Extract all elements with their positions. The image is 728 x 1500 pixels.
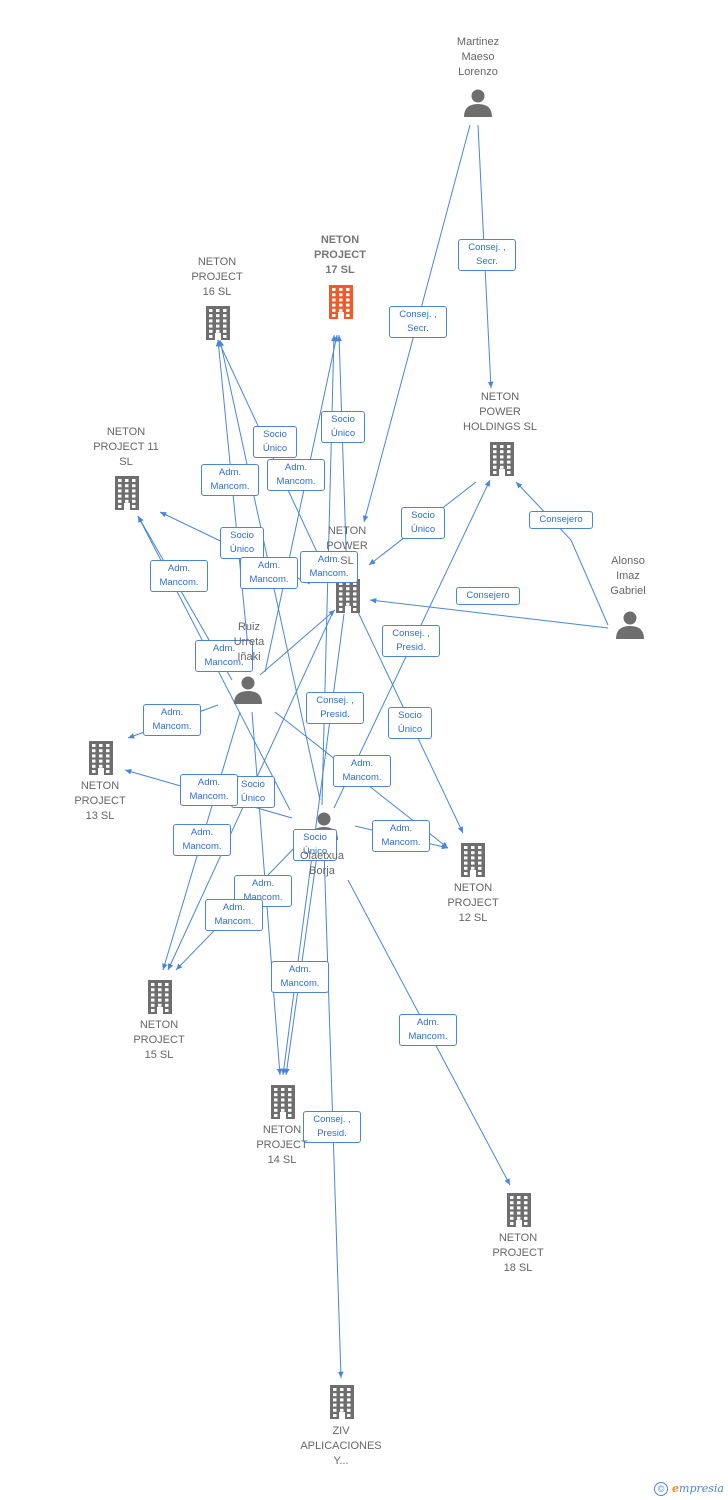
edge-line-ruiz-n17: [264, 334, 339, 673]
building-icon-n18[interactable]: [507, 1193, 531, 1227]
edge-line-ruiz-power: [259, 609, 336, 676]
node-label-n15[interactable]: NETON PROJECT 15 SL: [133, 1018, 185, 1061]
edge-label-borja-n17[interactable]: Adm. Mancom.: [300, 551, 358, 583]
edge-label-power-n15[interactable]: Socio Único: [231, 776, 275, 808]
edge-label-borja-n13[interactable]: Adm. Mancom.: [180, 774, 238, 806]
person-icon-martinez[interactable]: [464, 89, 492, 118]
node-label-ziv[interactable]: ZIV APLICACIONES Y...: [300, 1424, 382, 1467]
node-label-n16[interactable]: NETON PROJECT 16 SL: [191, 255, 243, 298]
node-label-n14[interactable]: NETON PROJECT 14 SL: [256, 1123, 308, 1166]
edge-label-borja-n18[interactable]: Adm. Mancom.: [399, 1014, 457, 1046]
edge-line-power-n17: [336, 334, 348, 579]
node-label-martinez[interactable]: Martinez Maeso Lorenzo: [456, 35, 500, 78]
edge-label-power-n17[interactable]: Socio Único: [321, 411, 365, 443]
copyright-icon: ©: [654, 1482, 669, 1496]
edge-label-alonso-holdings[interactable]: Consejero: [529, 511, 593, 529]
edge-label-borja-n14[interactable]: Adm. Mancom.: [271, 961, 329, 993]
edge-label-ruiz-n13[interactable]: Adm. Mancom.: [143, 704, 201, 736]
node-label-holdings[interactable]: NETON POWER HOLDINGS SL: [463, 390, 537, 433]
edge-label-borja-n15[interactable]: Adm. Mancom.: [205, 899, 263, 931]
person-icon-ruiz[interactable]: [234, 676, 262, 705]
edge-line-alonso-power: [369, 597, 609, 629]
node-label-n13[interactable]: NETON PROJECT 13 SL: [74, 779, 126, 822]
edge-label-borja-ziv[interactable]: Consej. , Presid.: [303, 1111, 361, 1143]
building-icon-power[interactable]: [336, 579, 360, 613]
node-label-borja[interactable]: Olaetxua Borja: [299, 850, 345, 877]
edge-label-ruiz-n12[interactable]: Adm. Mancom.: [333, 755, 391, 787]
building-icon-n14[interactable]: [271, 1085, 295, 1119]
node-label-ruiz[interactable]: Ruiz Urreta Iñaki: [233, 620, 265, 663]
building-icon-n17[interactable]: [329, 285, 353, 319]
building-icon-ziv[interactable]: [330, 1385, 354, 1419]
edge-label-power-n11[interactable]: Socio Único: [220, 527, 264, 559]
edge-label-ruiz-n17[interactable]: Adm. Mancom.: [267, 459, 325, 491]
edge-label-power-n16[interactable]: Socio Único: [253, 426, 297, 458]
edge-label-martinez-power[interactable]: Consej. , Secr.: [389, 306, 447, 338]
copyright-mark: ©empresia: [654, 1482, 724, 1496]
edge-label-holdings-power[interactable]: Socio Único: [401, 507, 445, 539]
edge-label-borja-n16[interactable]: Adm. Mancom.: [240, 557, 298, 589]
edge-label-power-n12[interactable]: Socio Único: [388, 707, 432, 739]
brand-logo: empresia: [672, 1482, 724, 1495]
edge-label-ruiz-n15[interactable]: Adm. Mancom.: [173, 824, 231, 856]
node-label-n17[interactable]: NETON PROJECT 17 SL: [314, 233, 366, 276]
edge-label-power-n14[interactable]: Socio Único: [293, 829, 337, 861]
building-icon-n11[interactable]: [115, 476, 139, 510]
edge-label-ruiz-n16[interactable]: Adm. Mancom.: [201, 464, 259, 496]
node-label-power[interactable]: NETON POWER SL: [326, 524, 368, 567]
building-icon-n13[interactable]: [89, 741, 113, 775]
node-label-n12[interactable]: NETON PROJECT 12 SL: [447, 881, 499, 924]
building-icon-holdings[interactable]: [490, 442, 514, 476]
edge-label-borja-n12[interactable]: Adm. Mancom.: [372, 820, 430, 852]
node-label-alonso[interactable]: Alonso Imaz Gabriel: [610, 554, 646, 597]
edge-label-alonso-power[interactable]: Consejero: [456, 587, 520, 605]
edge-label-ruiz-power[interactable]: Consej. , Presid.: [382, 625, 440, 657]
edge-label-ruiz-n11[interactable]: Adm. Mancom.: [150, 560, 208, 592]
building-icon-n15[interactable]: [148, 980, 172, 1014]
edge-label-martinez-holdings[interactable]: Consej. , Secr.: [458, 239, 516, 271]
node-label-n18[interactable]: NETON PROJECT 18 SL: [492, 1231, 544, 1274]
edge-line-ruiz-n16: [215, 339, 251, 669]
edge-line-alonso-holdings: [515, 481, 609, 626]
node-label-n11[interactable]: NETON PROJECT 11 SL: [93, 425, 159, 468]
edge-label-borja-holdings[interactable]: Consej. , Presid.: [306, 692, 364, 724]
edge-label-borja-n11[interactable]: Adm. Mancom.: [195, 640, 253, 672]
building-icon-n12[interactable]: [461, 843, 485, 877]
building-icon-n16[interactable]: [206, 306, 230, 340]
person-icon-alonso[interactable]: [616, 611, 644, 640]
